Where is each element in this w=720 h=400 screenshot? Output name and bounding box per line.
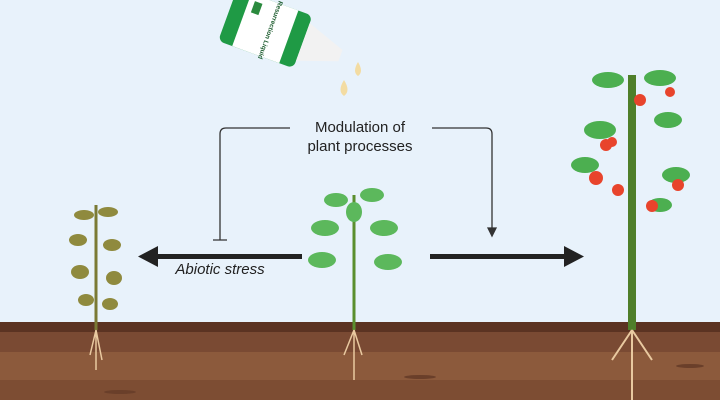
droplet (340, 80, 348, 96)
seedling-plant (308, 188, 402, 380)
bottle-image: Resurrection Liquid (219, 0, 343, 67)
modulation-connectors (213, 127, 498, 241)
modulation-label: Modulation of plant processes (280, 118, 440, 156)
abiotic-stress-label: Abiotic stress (175, 261, 265, 278)
soil (0, 322, 720, 400)
wilted-plant (69, 205, 122, 370)
tomato-plant (571, 70, 690, 400)
arrow-left (138, 246, 302, 267)
droplet (355, 62, 361, 76)
arrow-right (430, 246, 584, 267)
modulation-line-1: Modulation of (314, 119, 406, 136)
modulation-line-2: plant processes (307, 138, 413, 155)
